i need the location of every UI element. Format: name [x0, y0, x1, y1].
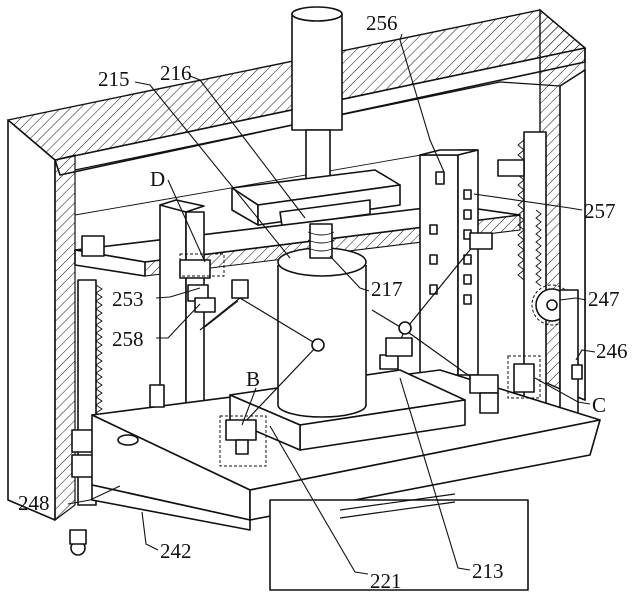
detail-box-d [179, 253, 225, 277]
label-221: 221 [370, 569, 402, 593]
label-248: 248 [18, 491, 50, 515]
label-d: D [150, 167, 165, 191]
label-256: 256 [366, 11, 398, 35]
detail-box-c [507, 355, 541, 399]
label-b: B [246, 367, 260, 391]
label-217: 217 [371, 277, 403, 301]
label-258: 258 [112, 327, 144, 351]
detail-box-b [219, 415, 267, 467]
leader-lines [67, 33, 596, 575]
label-215: 215 [98, 67, 130, 91]
label-c: C [592, 393, 606, 417]
label-246: 246 [596, 339, 628, 363]
top-cylinder [291, 6, 343, 191]
label-213: 213 [472, 559, 504, 583]
label-216: 216 [160, 61, 192, 85]
press-plate [231, 169, 401, 227]
label-253: 253 [112, 287, 144, 311]
linkage-arms [199, 232, 499, 455]
right-rack-assembly [419, 131, 583, 426]
label-242: 242 [160, 539, 192, 563]
label-247: 247 [588, 287, 620, 311]
reference-labels: 256 216 215 D 257 217 253 247 258 246 B … [18, 11, 628, 593]
label-257: 257 [584, 199, 616, 223]
